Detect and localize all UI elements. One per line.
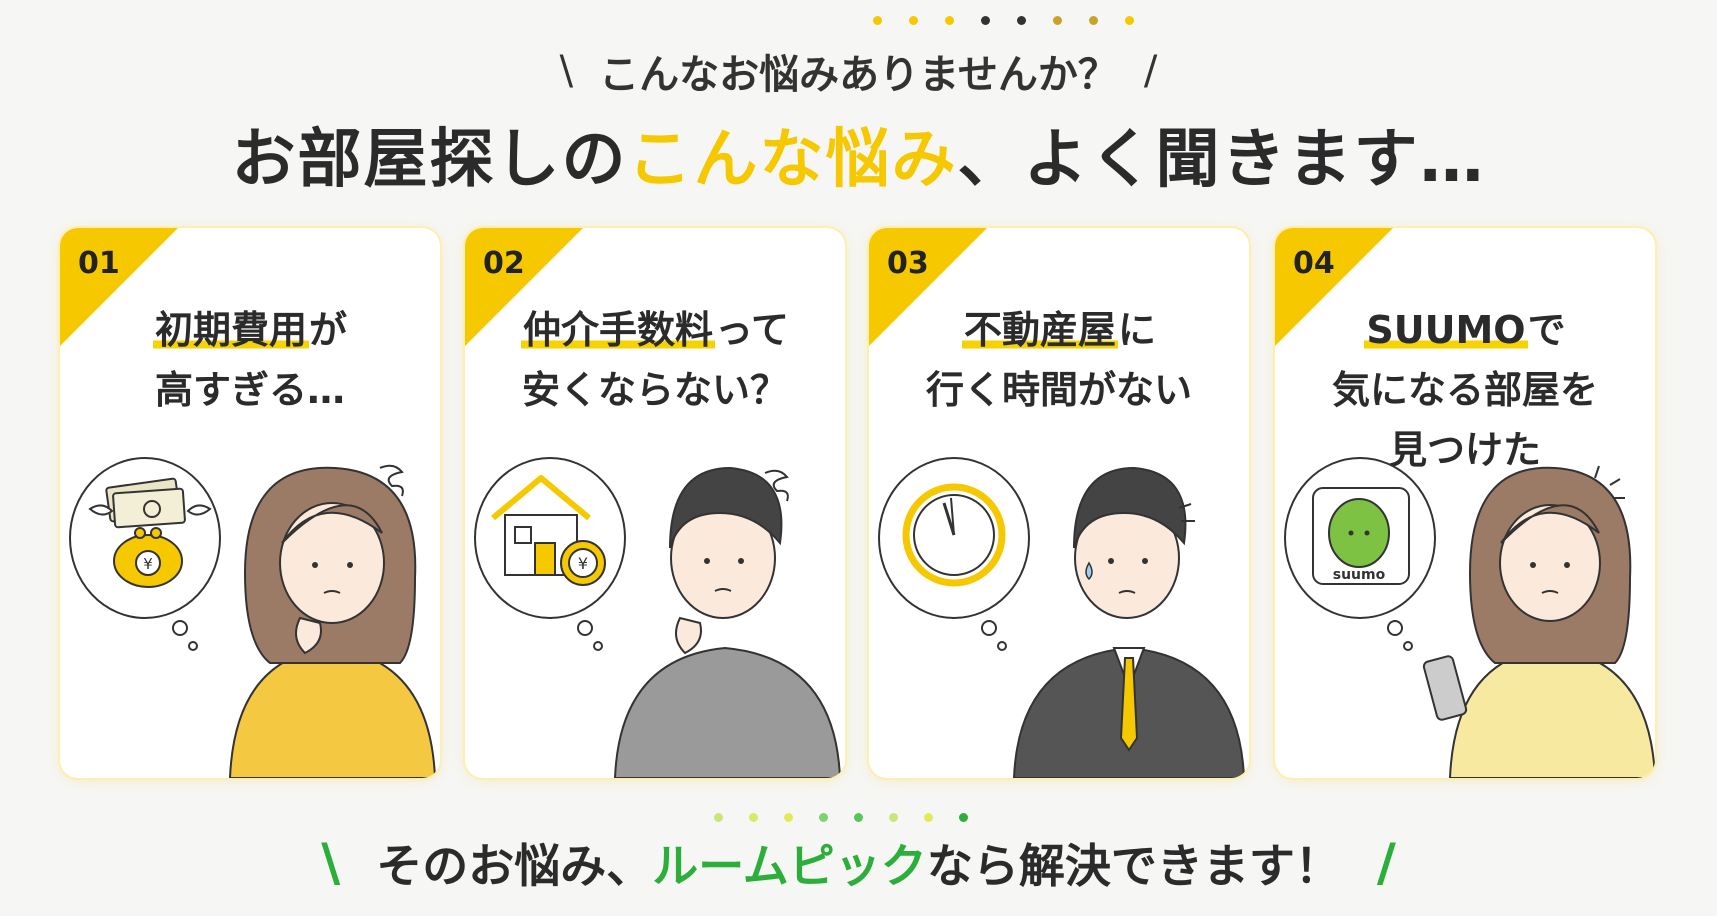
- decorative-dot: [873, 16, 882, 25]
- subtitle-row: \ こんなお悩みありませんか？ /: [0, 42, 1717, 100]
- card-text: 不動産屋に 行く時間がない: [869, 300, 1249, 420]
- card-rest: に: [1118, 308, 1157, 352]
- decorative-dot: [981, 16, 990, 25]
- illustration-businessman-clock: [878, 457, 1246, 778]
- solution-message: \ そのお悩み、ルームピックなら解決できます！ /: [0, 830, 1717, 896]
- card-text: 仲介手数料って 安くならない？: [465, 300, 845, 420]
- title-accent: こんな悩み: [627, 123, 958, 197]
- decorative-dots-top: [873, 16, 1134, 25]
- card-rest: って: [714, 308, 790, 352]
- woman-figure: [1422, 465, 1655, 778]
- decorative-dot: [889, 813, 898, 822]
- worry-card-2: 02 仲介手数料って 安くならない？ ¥: [465, 228, 845, 778]
- card-highlight: 不動産屋: [961, 308, 1118, 352]
- illustration-woman-phone: suumo: [1284, 457, 1655, 778]
- card-line3: 見つけた: [1388, 428, 1541, 472]
- message-accent: ルームピック: [652, 839, 927, 893]
- card-line2: 行く時間がない: [925, 368, 1192, 412]
- decorative-dot: [784, 813, 793, 822]
- card-number: 04: [1293, 246, 1335, 281]
- card-line2: 高すぎる…: [154, 368, 345, 412]
- slash-left: \: [321, 833, 341, 893]
- wallet-money-icon: ¥: [88, 477, 212, 588]
- slash-right: /: [1143, 48, 1158, 94]
- card-rest: が: [309, 308, 348, 352]
- worry-card-4: 04 SUUMOで 気になる部屋を 見つけた suumo: [1275, 228, 1655, 778]
- app-label: suumo: [1333, 567, 1386, 583]
- man-figure: [613, 466, 842, 778]
- card-highlight: 仲介手数料: [520, 308, 715, 352]
- decorative-dot: [854, 813, 863, 822]
- decorative-dot: [1053, 16, 1062, 25]
- decorative-dot: [909, 16, 918, 25]
- card-rest: で: [1527, 308, 1566, 352]
- slash-right: /: [1376, 833, 1396, 893]
- message-before: そのお悩み、: [376, 839, 653, 893]
- slash-left: \: [559, 48, 574, 94]
- card-highlight: 初期費用: [152, 308, 309, 352]
- title-before: お部屋探しの: [231, 123, 628, 197]
- card-line2: 気になる部屋を: [1331, 368, 1598, 412]
- page-title: お部屋探しのこんな悩み、よく聞きます…: [0, 108, 1717, 200]
- illustration-man-house: ¥: [474, 457, 842, 778]
- decorative-dot: [1089, 16, 1098, 25]
- decorative-dot: [959, 813, 968, 822]
- svg-text:¥: ¥: [578, 554, 588, 573]
- decorative-dot: [714, 813, 723, 822]
- card-line2: 安くならない？: [521, 368, 788, 412]
- clock-icon: [902, 483, 1006, 587]
- businessman-figure: [1012, 466, 1246, 778]
- suumo-app-icon: suumo: [1312, 487, 1410, 585]
- decorative-dot: [924, 813, 933, 822]
- worry-card-1: 01 初期費用が 高すぎる… ¥: [60, 228, 440, 778]
- decorative-dot: [749, 813, 758, 822]
- decorative-dot: [819, 813, 828, 822]
- decorative-dots-bottom: [714, 813, 968, 822]
- svg-text:¥: ¥: [143, 555, 153, 573]
- illustration-woman-wallet: ¥: [69, 457, 437, 778]
- woman-figure: [228, 464, 437, 778]
- house-yen-icon: ¥: [491, 475, 606, 586]
- card-highlight: SUUMO: [1364, 308, 1528, 352]
- message: そのお悩み、ルームピックなら解決できます！: [376, 830, 1341, 896]
- subtitle: こんなお悩みありませんか？: [599, 52, 1118, 98]
- card-number: 03: [887, 246, 929, 281]
- card-number: 01: [78, 246, 120, 281]
- decorative-dot: [945, 16, 954, 25]
- worry-card-3: 03 不動産屋に 行く時間がない: [869, 228, 1249, 778]
- message-after: なら解決できます！: [926, 839, 1341, 893]
- card-number: 02: [483, 246, 525, 281]
- decorative-dot: [1017, 16, 1026, 25]
- title-after: 、よく聞きます…: [957, 123, 1486, 197]
- card-text: 初期費用が 高すぎる…: [60, 300, 440, 420]
- card-text: SUUMOで 気になる部屋を 見つけた: [1275, 300, 1655, 480]
- decorative-dot: [1125, 16, 1134, 25]
